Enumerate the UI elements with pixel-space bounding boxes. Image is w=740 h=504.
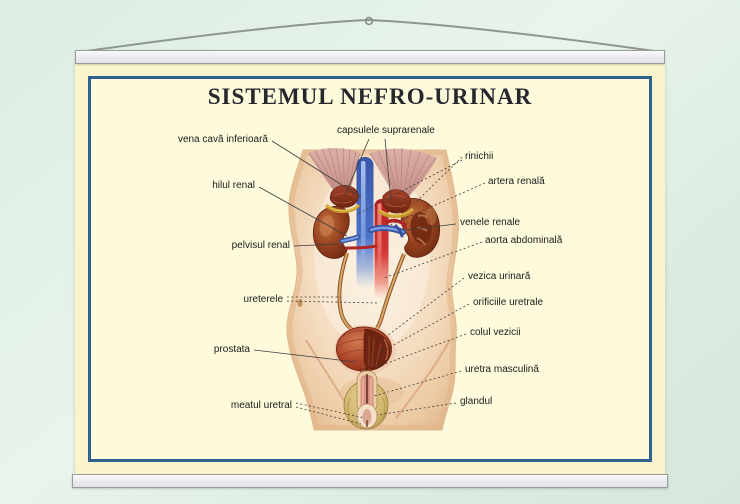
top-rail xyxy=(75,50,665,64)
label-pelvisul-renal: pelvisul renal xyxy=(231,240,290,251)
label-ureterele: ureterele xyxy=(243,294,283,305)
hanger-ring xyxy=(364,16,374,26)
bottom-rail xyxy=(72,474,668,488)
poster-title: SISTEMUL NEFRO-URINAR xyxy=(207,84,533,109)
label-orificiile-uretrale: orificiile uretrale xyxy=(473,297,544,308)
label-colul-vezicii: colul vezicii xyxy=(470,327,521,338)
label-meatul-uretral: meatul uretral xyxy=(230,400,292,411)
label-aorta-abdominala: aorta abdominală xyxy=(485,235,563,246)
label-glandul: glandul xyxy=(460,396,493,407)
hanging-string xyxy=(78,16,662,53)
label-hilul-renal: hilul renal xyxy=(212,180,255,191)
label-rinichii: rinichii xyxy=(465,151,494,162)
label-artera-renala: artera renală xyxy=(488,176,545,187)
label-uretra-masculina: uretra masculină xyxy=(465,364,539,375)
label-capsulele-suprarenale: capsulele suprarenale xyxy=(337,125,435,136)
label-vena-cava-inferioara: vena cavă inferioară xyxy=(177,134,268,145)
label-vezica-urinara: vezica urinară xyxy=(468,271,531,282)
label-prostata: prostata xyxy=(213,344,250,355)
label-venele-renale: venele renale xyxy=(460,217,521,228)
